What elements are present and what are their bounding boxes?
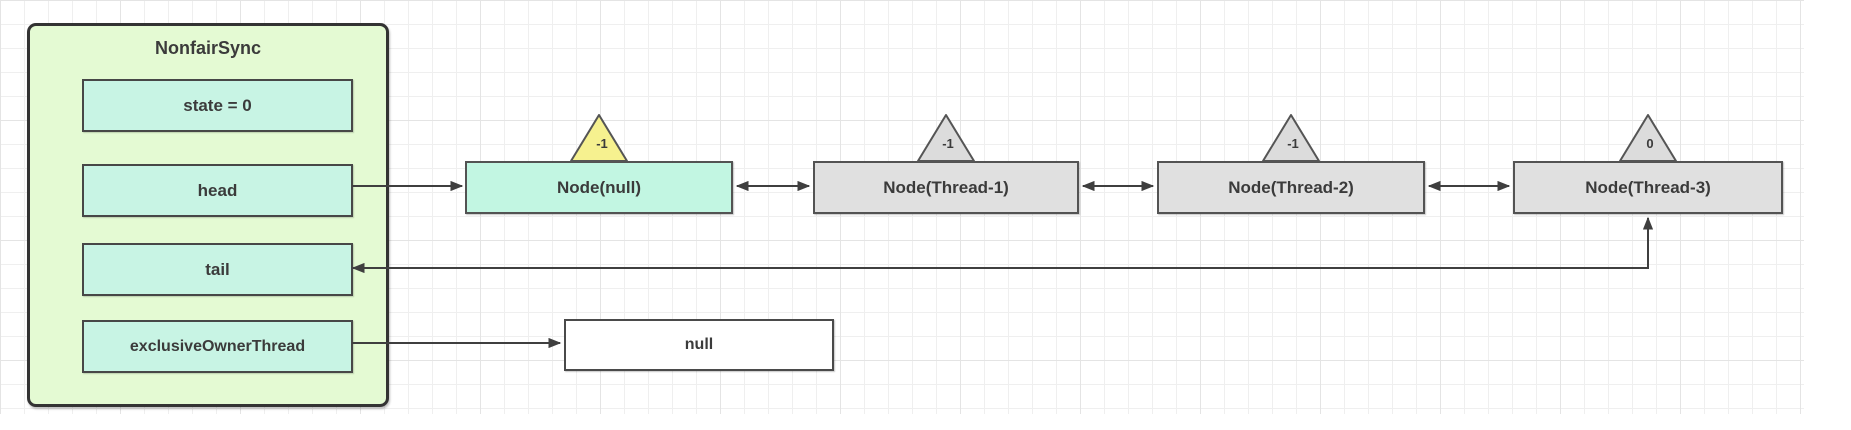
- wait-status-label-2: -1: [1287, 136, 1299, 151]
- nonfairsync-container: NonfairSync state = 0 head tail exclusiv…: [27, 23, 389, 407]
- owner-null-box: null: [564, 319, 834, 371]
- queue-node-thread-3: Node(Thread-3): [1513, 161, 1783, 214]
- queue-node-thread-2: Node(Thread-2): [1157, 161, 1425, 214]
- wait-status-label-3: 0: [1646, 136, 1654, 151]
- field-head: head: [82, 164, 353, 217]
- wait-status-label-0: -1: [596, 136, 608, 151]
- queue-node-thread-1: Node(Thread-1): [813, 161, 1079, 214]
- sync-class-title: NonfairSync: [154, 38, 262, 58]
- wait-status-label-1: -1: [942, 136, 954, 151]
- queue-node-head: Node(null): [465, 161, 733, 214]
- field-state: state = 0: [82, 79, 353, 132]
- field-exclusive-owner-thread: exclusiveOwnerThread: [82, 320, 353, 373]
- field-tail: tail: [82, 243, 353, 296]
